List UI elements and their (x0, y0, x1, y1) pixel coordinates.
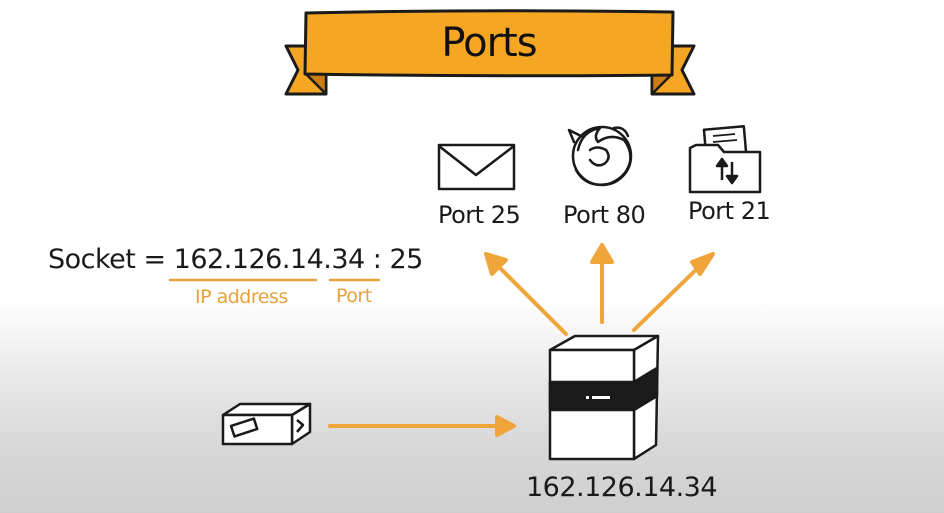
service-port-label: Port 21 (688, 197, 771, 225)
arrow-to-port-21 (632, 260, 706, 332)
arrow-to-port-25 (492, 260, 568, 336)
server-ip-label: 162.126.14.34 (526, 472, 718, 503)
socket-separator: : (364, 244, 390, 275)
port-caption: Port (336, 285, 372, 307)
socket-prefix: Socket = (48, 244, 174, 275)
banner-main (303, 9, 675, 78)
banner-title: Ports (441, 20, 537, 66)
envelope-icon (437, 143, 516, 191)
socket-ip: 162.126.14.34 (173, 244, 366, 275)
ip-address-caption: IP address (195, 286, 288, 308)
socket-formula: Socket = 162.126.14.34 : 25 (48, 244, 423, 275)
socket-port: 25 (389, 244, 423, 275)
service-port-label: Port 80 (563, 201, 646, 229)
service-port-label: Port 25 (438, 201, 521, 229)
firefox-icon (567, 125, 633, 187)
folder-transfer-icon (688, 125, 762, 194)
